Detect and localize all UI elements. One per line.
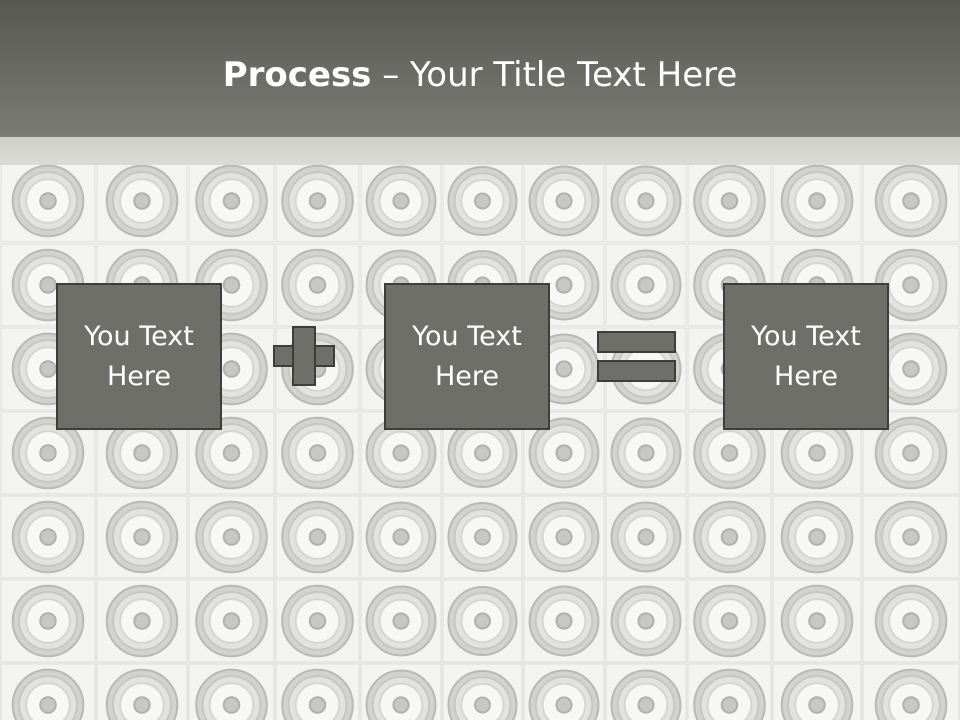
speaker-icon	[275, 663, 360, 720]
speaker-icon	[523, 411, 605, 495]
speaker-icon	[862, 663, 960, 720]
speaker-icon	[96, 495, 188, 579]
speaker-icon	[0, 411, 96, 495]
speaker-icon	[523, 165, 605, 243]
speaker-icon	[772, 579, 862, 663]
speaker-icon	[0, 663, 96, 720]
speaker-icon	[275, 165, 360, 243]
speaker-icon	[0, 495, 96, 579]
speaker-icon	[96, 663, 188, 720]
speaker-icon	[772, 495, 862, 579]
speaker-wall-background	[0, 165, 960, 720]
speaker-icon	[188, 579, 275, 663]
speaker-icon	[523, 663, 605, 720]
speaker-icon	[360, 663, 442, 720]
speaker-icon	[862, 579, 960, 663]
speaker-icon	[605, 579, 687, 663]
speaker-icon	[188, 495, 275, 579]
speaker-icon	[188, 165, 275, 243]
speaker-icon	[96, 579, 188, 663]
title-rest: – Your Title Text Here	[371, 55, 738, 95]
speaker-icon	[275, 495, 360, 579]
speaker-icon	[605, 495, 687, 579]
process-box-1-text: You Text Here	[84, 320, 194, 392]
speaker-icon	[188, 411, 275, 495]
process-box-3-text: You Text Here	[751, 320, 861, 392]
process-box-1[interactable]: You Text Here	[56, 283, 222, 430]
speaker-icon	[442, 579, 523, 663]
speaker-icon	[862, 495, 960, 579]
speaker-icon	[275, 411, 360, 495]
process-box-3[interactable]: You Text Here	[723, 283, 889, 430]
speaker-icon	[523, 579, 605, 663]
speaker-icon	[605, 165, 687, 243]
process-box-2[interactable]: You Text Here	[384, 283, 550, 430]
speaker-icon	[442, 165, 523, 243]
speaker-icon	[360, 411, 442, 495]
speaker-icon	[360, 495, 442, 579]
speaker-icon	[442, 495, 523, 579]
speaker-icon	[0, 579, 96, 663]
speaker-icon	[275, 243, 360, 327]
speaker-icon	[605, 663, 687, 720]
speaker-icon	[687, 495, 772, 579]
speaker-icon	[605, 243, 687, 327]
speaker-wall-image	[0, 165, 960, 720]
title-bold: Process	[222, 55, 372, 95]
speaker-icon	[188, 663, 275, 720]
speaker-icon	[442, 663, 523, 720]
speaker-icon	[862, 165, 960, 243]
slide-title[interactable]: Process – Your Title Text Here	[0, 52, 960, 98]
speaker-icon	[687, 663, 772, 720]
speaker-icon	[772, 411, 862, 495]
process-box-2-text: You Text Here	[412, 320, 522, 392]
title-bar-band	[0, 137, 960, 165]
speaker-icon	[275, 579, 360, 663]
speaker-icon	[687, 579, 772, 663]
speaker-icon	[360, 579, 442, 663]
speaker-icon	[275, 327, 360, 411]
speaker-icon	[0, 165, 96, 243]
speaker-icon	[772, 663, 862, 720]
speaker-icon	[605, 411, 687, 495]
speaker-icon	[360, 165, 442, 243]
speaker-icon	[96, 165, 188, 243]
speaker-icon	[523, 495, 605, 579]
speaker-icon	[687, 165, 772, 243]
speaker-icon	[772, 165, 862, 243]
title-bar	[0, 0, 960, 137]
